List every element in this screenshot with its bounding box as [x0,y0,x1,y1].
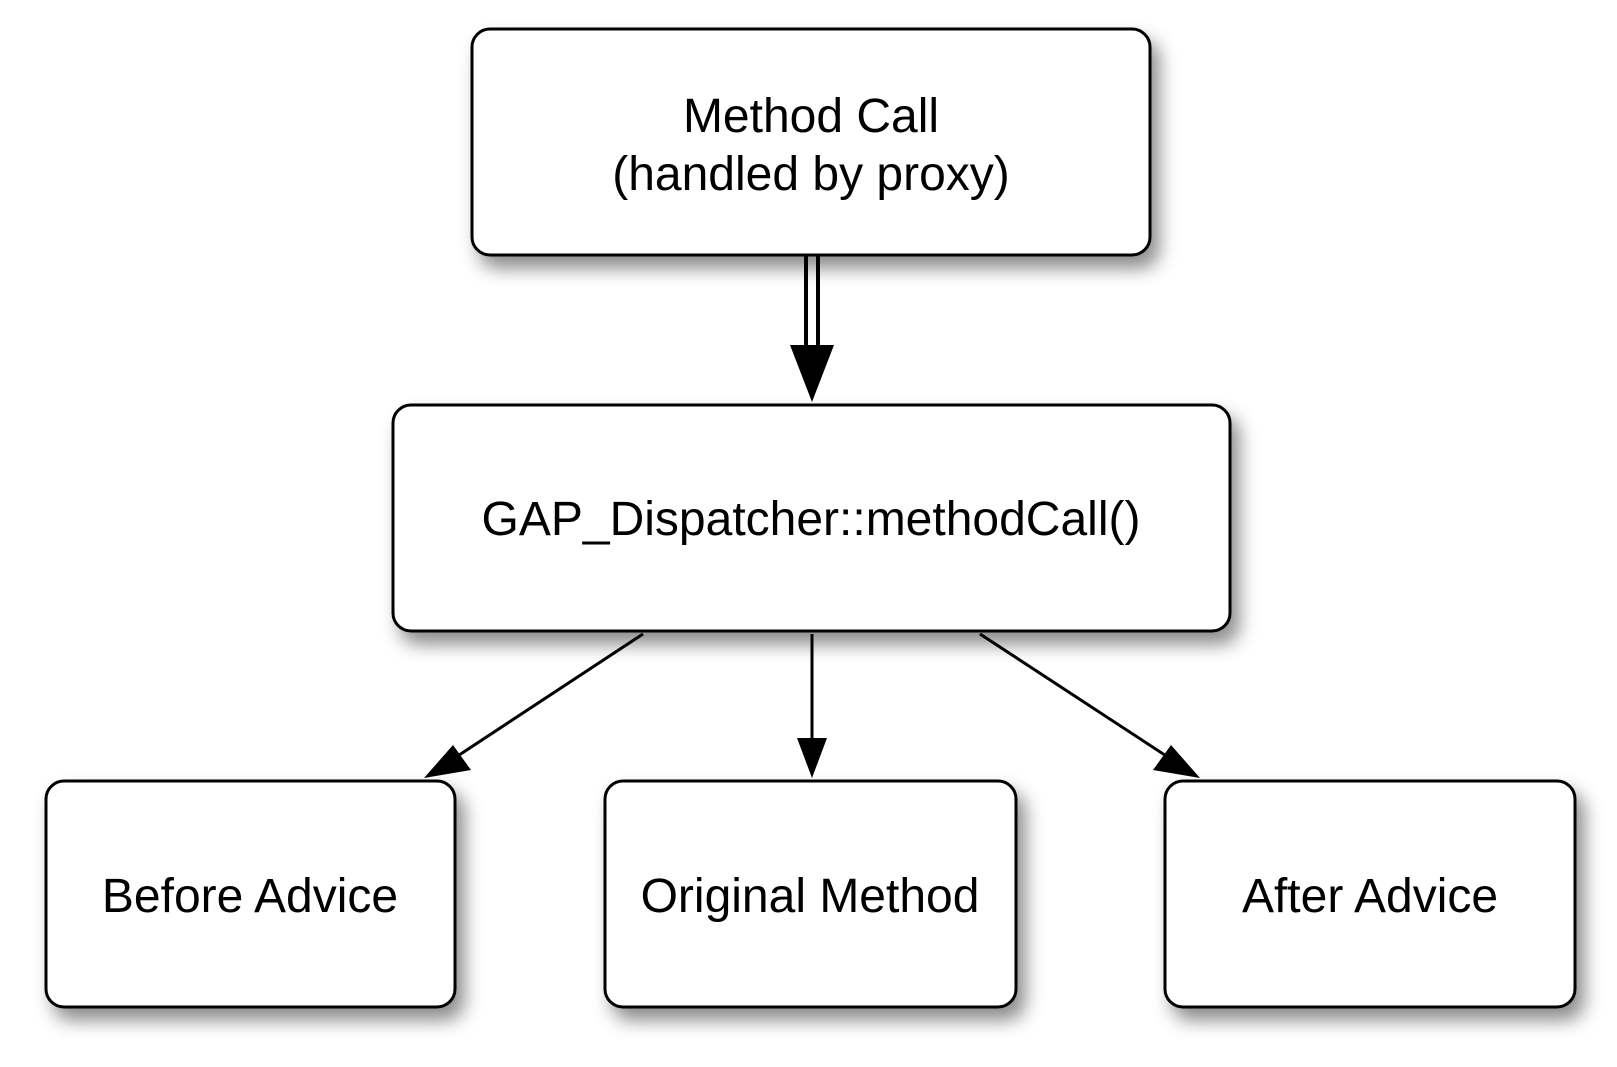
arrow-dispatcher-to-after-advice [979,632,1200,778]
node-method-call: Method Call (handled by proxy) [470,27,1152,257]
before-advice-label: Before Advice [102,870,398,923]
arrow-dispatcher-to-before-advice [424,632,644,778]
node-dispatcher: GAP_Dispatcher::methodCall() [391,403,1232,633]
node-after-advice: After Advice [1163,779,1577,1009]
method-call-subtitle: (handled by proxy) [612,148,1010,201]
method-call-title: Method Call [683,90,939,143]
dispatcher-label: GAP_Dispatcher::methodCall() [482,493,1141,546]
node-before-advice: Before Advice [44,779,457,1009]
after-advice-label: After Advice [1242,870,1498,923]
arrow-methodcall-to-dispatcher [790,256,834,402]
original-method-label: Original Method [641,870,980,923]
connectors [424,256,1200,778]
arrow-dispatcher-to-original-method [797,634,827,778]
node-original-method: Original Method [603,779,1018,1009]
